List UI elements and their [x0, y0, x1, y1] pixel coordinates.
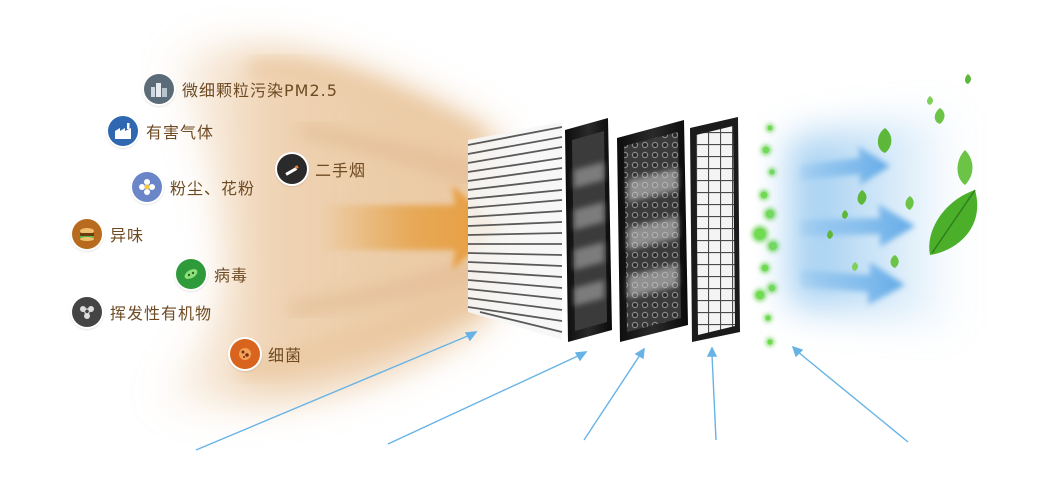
bacteria-icon: [230, 339, 260, 369]
factory-icon: [108, 116, 138, 146]
pollutant-label-odor: 异味: [72, 219, 144, 249]
pollutant-label-virus: 病毒: [176, 259, 248, 289]
pollutant-label-dust-pollen: 粉尘、花粉: [132, 172, 255, 202]
flower-icon: [132, 172, 162, 202]
hepa-filter-layer: [617, 120, 688, 342]
pollutant-label-voc: 挥发性有机物: [72, 297, 212, 327]
grid-filter-layer: [690, 117, 740, 342]
food-icon: [72, 219, 102, 249]
pollutant-text: 病毒: [214, 266, 249, 285]
pollutant-label-second-hand-smoke: 二手烟: [277, 154, 366, 184]
chemical-icon: [72, 297, 102, 327]
pollutant-text: 有害气体: [146, 123, 215, 142]
intake-lines: [195, 331, 909, 451]
pollutant-label-bacteria: 细菌: [230, 339, 302, 369]
dirty-air-arrow: [320, 185, 500, 270]
carbon-filter-layer: [565, 118, 612, 342]
pollutant-text: 细菌: [268, 346, 303, 365]
pollutant-label-harmful-gas: 有害气体: [108, 116, 214, 146]
pollutant-text: 粉尘、花粉: [170, 179, 256, 198]
pollutant-text: 微细颗粒污染PM2.5: [182, 81, 338, 100]
leaves: [827, 74, 978, 271]
cigarette-icon: [277, 154, 307, 184]
pollutant-label-pm25: 微细颗粒污染PM2.5: [144, 74, 338, 104]
city-smog-icon: [144, 74, 174, 104]
pre-filter-layer: [467, 122, 563, 340]
clean-air-flow: [790, 110, 960, 330]
negative-ion-column: [752, 124, 779, 346]
pollutant-text: 挥发性有机物: [110, 304, 213, 323]
pollutant-text: 异味: [110, 226, 145, 245]
pollutant-text: 二手烟: [315, 161, 367, 180]
virus-icon: [176, 259, 206, 289]
